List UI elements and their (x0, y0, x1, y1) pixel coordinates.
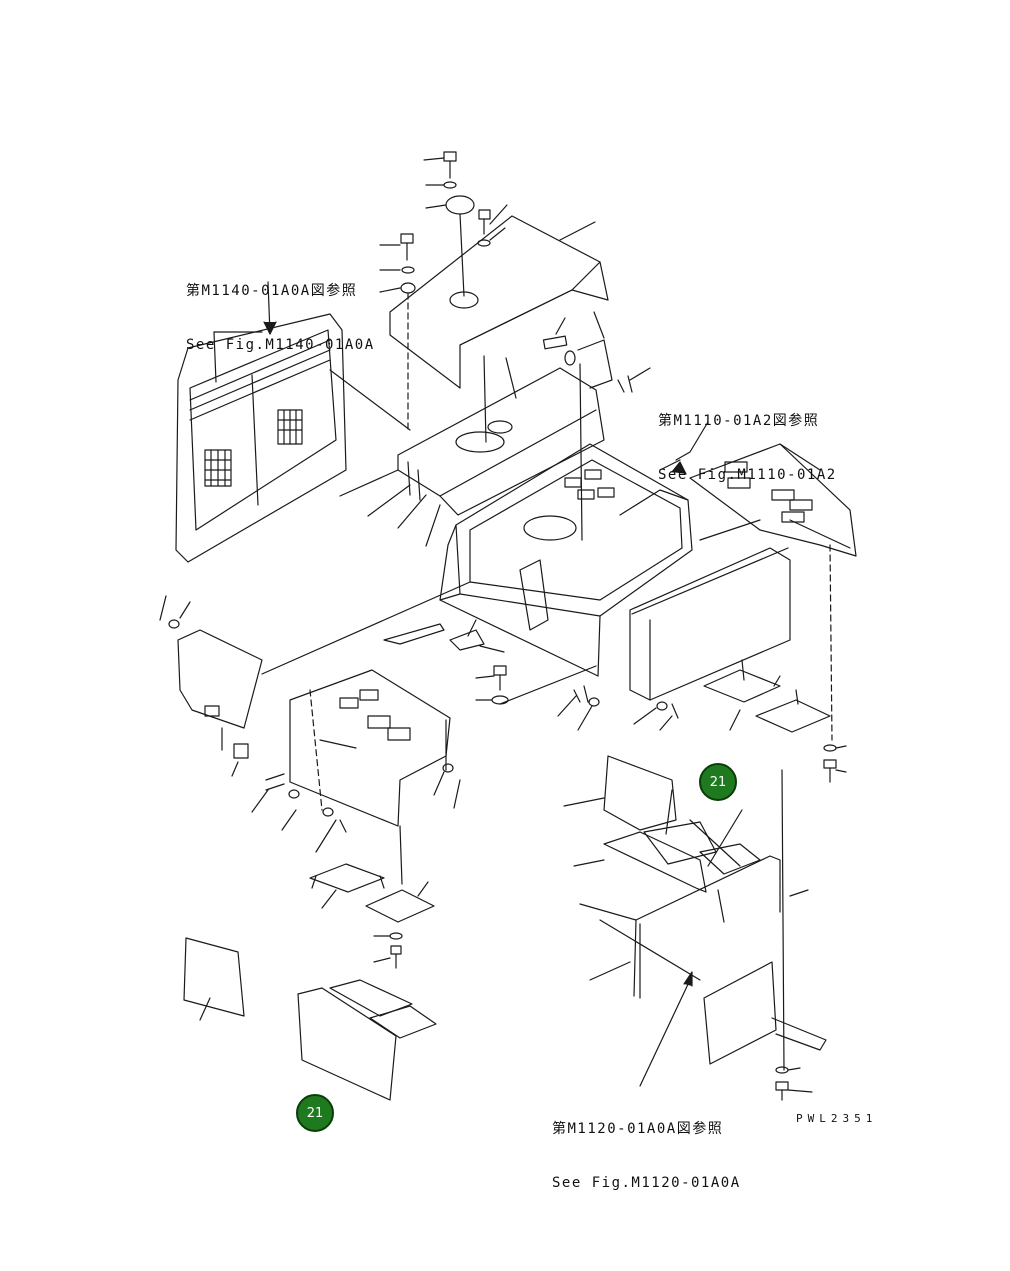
trays (309, 659, 831, 923)
reference-m1120-en: See Fig.M1120-01A0A (552, 1175, 741, 1191)
lower-left-bolts (373, 932, 403, 969)
callout-21-lower[interactable]: 21 (296, 1094, 334, 1132)
top-cover-plate (389, 215, 609, 389)
reference-m1120: 第M1120-01A0A図参照 See Fig.M1120-01A0A (552, 1084, 741, 1228)
center-hood (339, 355, 605, 547)
lower-right-assembly (563, 755, 827, 1087)
reference-m1110-jp: 第M1110-01A2図参照 (658, 413, 820, 429)
reference-m1110: 第M1110-01A2図参照 See Fig.M1110-01A2 (658, 376, 837, 520)
reference-m1110-en: See Fig.M1110-01A2 (658, 467, 837, 483)
left-side-panel (159, 595, 263, 777)
main-frame (261, 421, 791, 701)
lower-left-panels (183, 937, 437, 1101)
top-bolt-stack (379, 151, 508, 431)
reference-m1140-jp: 第M1140-01A0A図参照 (186, 283, 358, 299)
center-small-parts (383, 619, 679, 731)
reference-m1140: 第M1140-01A0A図参照 See Fig.M1140-01A0A (186, 246, 375, 390)
right-upper-panel (689, 443, 857, 741)
reference-m1140-en: See Fig.M1140-01A0A (186, 337, 375, 353)
reference-m1120-jp: 第M1120-01A0A図参照 (552, 1121, 724, 1137)
middle-left-panel (251, 669, 461, 885)
right-side-bolts (775, 744, 847, 1101)
drawing-code: PWL2351 (796, 1112, 878, 1125)
callout-21-upper[interactable]: 21 (699, 763, 737, 801)
pin-and-bracket (542, 311, 651, 541)
left-door-panel (175, 281, 411, 563)
